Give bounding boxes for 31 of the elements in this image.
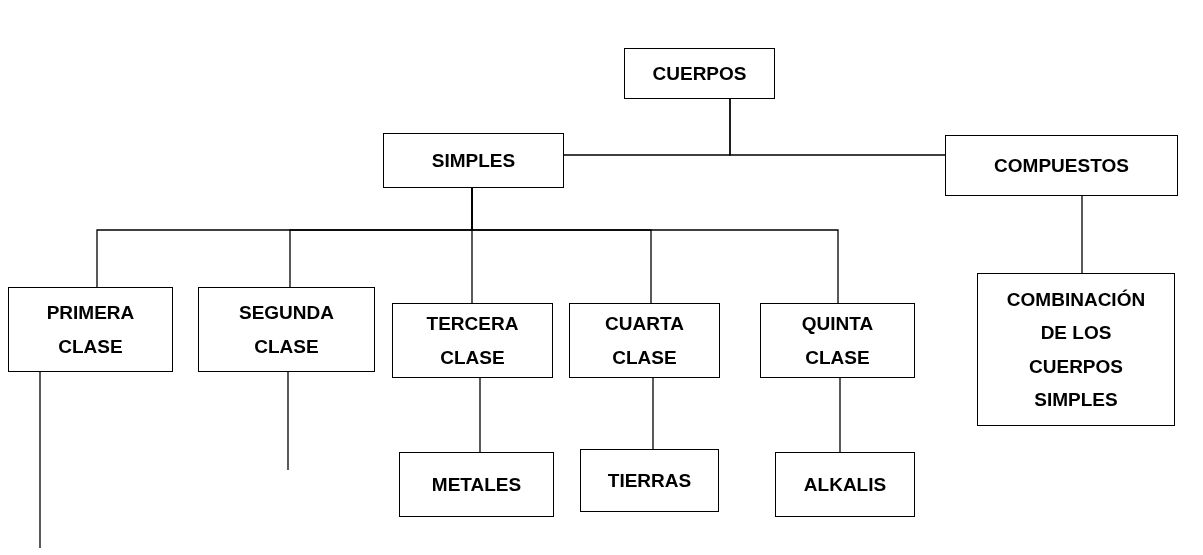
box-label: TERCERA CLASE (425, 312, 520, 370)
box-label: COMBINACIÓN DE LOS CUERPOS SIMPLES (1006, 288, 1146, 412)
box-label: ALKALIS (803, 472, 887, 497)
category-box (8, 287, 173, 372)
connector-line (287, 371, 289, 471)
connector-line (729, 98, 946, 156)
category-box (569, 303, 720, 378)
category-box (760, 303, 915, 378)
connector-line (479, 377, 481, 453)
box-label: QUINTA CLASE (800, 312, 875, 370)
category-box (399, 452, 554, 517)
box-label: CUERPOS (652, 61, 747, 86)
category-box (198, 287, 375, 372)
category-box (624, 48, 775, 99)
category-box (392, 303, 553, 378)
category-box (977, 273, 1175, 426)
box-label: PRIMERA CLASE (45, 301, 136, 359)
category-box (580, 449, 719, 512)
box-label: TIERRAS (607, 468, 692, 493)
category-box (383, 133, 564, 188)
connector-line (1081, 195, 1083, 274)
category-box (775, 452, 915, 517)
connector-line (839, 377, 841, 453)
box-label: SIMPLES (431, 148, 516, 173)
box-label: CUARTA CLASE (604, 312, 685, 370)
box-label: SEGUNDA CLASE (238, 301, 335, 359)
connector-line (652, 377, 654, 450)
box-label: COMPUESTOS (994, 153, 1129, 178)
category-box (945, 135, 1178, 196)
box-label: METALES (431, 472, 522, 497)
connector-line (39, 371, 41, 549)
